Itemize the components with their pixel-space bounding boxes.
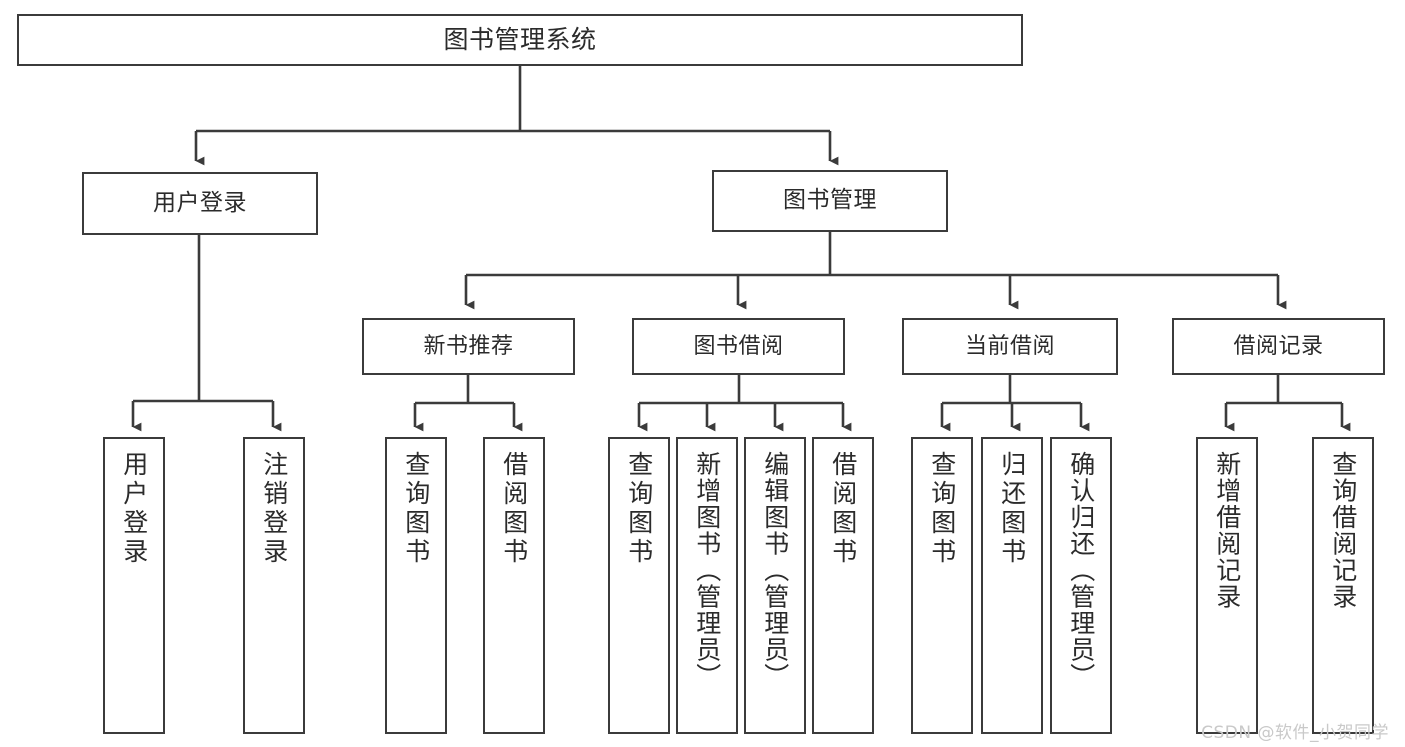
node-root-book-management-system[interactable]: 图书管理系统 [17,14,1023,66]
csdn-watermark: CSDN @软件_小贺同学 [1201,723,1389,743]
node-label: 借阅记录 [1233,333,1324,359]
node-label: 注销登录 [259,451,289,567]
node-label: 确认归还（管理员） [1066,451,1096,690]
node-label: 查询图书 [927,451,957,567]
leaf-add-borrow-record[interactable]: 新增借阅记录 [1196,437,1258,734]
leaf-return-book[interactable]: 归还图书 [981,437,1043,734]
node-label: 用户登录 [153,189,247,216]
node-label: 图书管理系统 [443,25,597,55]
leaf-confirm-return-admin[interactable]: 确认归还（管理员） [1050,437,1112,734]
node-label: 查询图书 [624,451,654,567]
node-new-book-recommend[interactable]: 新书推荐 [362,318,575,375]
node-label: 查询借阅记录 [1328,451,1358,610]
node-label: 借阅图书 [828,451,858,567]
leaf-borrow-book-recommend[interactable]: 借阅图书 [483,437,545,734]
leaf-query-borrow-record[interactable]: 查询借阅记录 [1312,437,1374,734]
node-label: 当前借阅 [964,333,1055,359]
leaf-query-book-current[interactable]: 查询图书 [911,437,973,734]
node-label: 图书借阅 [693,333,784,359]
node-label: 新书推荐 [423,333,514,359]
leaf-query-book-borrow[interactable]: 查询图书 [608,437,670,734]
leaf-edit-book-admin[interactable]: 编辑图书（管理员） [744,437,806,734]
node-user-login[interactable]: 用户登录 [82,172,318,235]
leaf-user-login[interactable]: 用户登录 [103,437,165,734]
node-label: 新增图书（管理员） [692,451,722,690]
leaf-borrow-book[interactable]: 借阅图书 [812,437,874,734]
node-book-management[interactable]: 图书管理 [712,170,948,232]
node-label: 图书管理 [783,187,877,214]
node-label: 查询图书 [401,451,431,567]
node-borrow-record[interactable]: 借阅记录 [1172,318,1385,375]
node-label: 借阅图书 [499,451,529,567]
leaf-query-book-recommend[interactable]: 查询图书 [385,437,447,734]
node-label: 用户登录 [119,451,149,567]
node-label: 归还图书 [997,451,1027,567]
node-current-borrow[interactable]: 当前借阅 [902,318,1118,375]
node-label: 编辑图书（管理员） [760,451,790,690]
leaf-add-book-admin[interactable]: 新增图书（管理员） [676,437,738,734]
leaf-logout-login[interactable]: 注销登录 [243,437,305,734]
node-book-borrow[interactable]: 图书借阅 [632,318,845,375]
node-label: 新增借阅记录 [1212,451,1242,610]
